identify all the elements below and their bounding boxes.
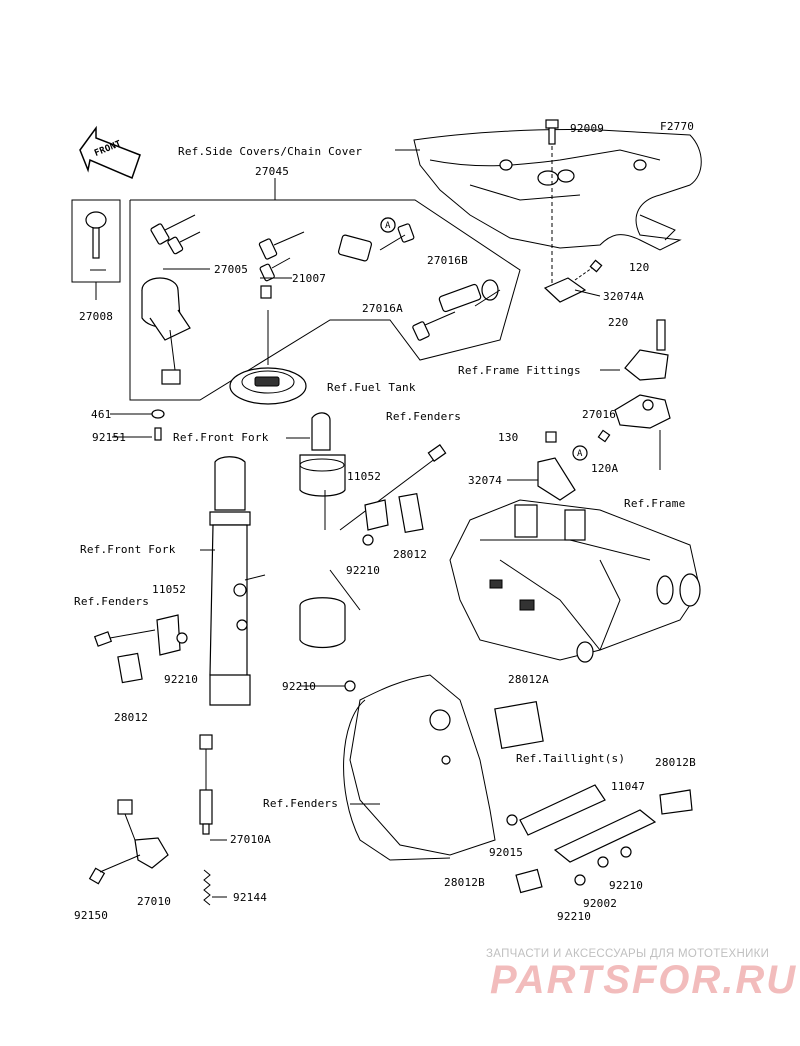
label-27005: 27005 (214, 263, 249, 276)
label-92015: 92015 (489, 846, 524, 859)
label-32074: 32074 (468, 474, 503, 487)
key-27005 (150, 214, 201, 255)
label-92002: 92002 (583, 897, 618, 910)
switch-27010A (199, 734, 213, 906)
callout-a-upper-text: A (385, 221, 391, 231)
label-ref-taillight: Ref.Taillight(s) (516, 752, 626, 765)
label-92210-rear: 92210 (282, 680, 317, 693)
label-461: 461 (91, 408, 112, 421)
callout-a-upper (380, 217, 396, 233)
label-ref-fuel-tank: Ref.Fuel Tank (327, 381, 416, 394)
label-28012-left: 28012 (114, 711, 149, 724)
label-ref-front-fork-left: Ref.Front Fork (80, 543, 176, 556)
watermark-logo: PARTSFOR.RU (490, 958, 798, 1002)
label-27016B: 27016B (427, 254, 468, 267)
label-27016: 27016 (582, 408, 617, 421)
label-27045: 27045 (255, 165, 290, 178)
label-92210-left: 92210 (164, 673, 199, 686)
rear-fender (343, 674, 544, 861)
front-fork-upper (299, 412, 361, 649)
label-ref-side-covers: Ref.Side Covers/Chain Cover (178, 145, 363, 158)
bracket-11052-upper (339, 444, 447, 546)
label-92210-bottom: 92210 (557, 910, 592, 923)
label-ref-fenders-top: Ref.Fenders (386, 410, 462, 423)
label-92151: 92151 (92, 431, 127, 444)
callout-a-lower-text: A (577, 449, 583, 459)
label-92144: 92144 (233, 891, 268, 904)
frame-fittings (614, 319, 671, 470)
frame-assembly (449, 499, 701, 663)
bolt-130 (545, 431, 557, 443)
key-21007 (258, 231, 305, 282)
bracket-11052-left (93, 614, 188, 684)
label-92150: 92150 (74, 909, 109, 922)
leader-lines (110, 149, 620, 898)
watermark-tagline: ЗАПЧАСТИ И АКСЕССУАРЫ ДЛЯ МОТОТЕХНИКИ (486, 948, 770, 960)
label-27010A: 27010A (230, 833, 271, 846)
label-11047: 11047 (611, 780, 646, 793)
bracket-32074 (537, 457, 576, 501)
label-ref-frame-fittings: Ref.Frame Fittings (458, 364, 581, 377)
seat-lock-assembly (337, 217, 499, 341)
label-92009: 92009 (570, 122, 605, 135)
label-120A: 120A (591, 462, 619, 475)
label-120: 120 (629, 261, 650, 274)
label-92210-mid: 92210 (346, 564, 381, 577)
bolt-120A (597, 429, 611, 443)
label-220: 220 (608, 316, 629, 329)
label-11052-left: 11052 (152, 583, 187, 596)
label-28012B-bottom: 28012B (444, 876, 485, 889)
fuel-cap (229, 285, 307, 405)
label-130: 130 (498, 431, 519, 444)
label-28012A: 28012A (508, 673, 549, 686)
bolt-92009 (545, 119, 559, 290)
label-ref-fenders-left: Ref.Fenders (74, 595, 150, 608)
key-27008 (71, 199, 121, 300)
label-ref-frame: Ref.Frame (624, 497, 686, 510)
key-set-outline (129, 199, 521, 401)
label-11052-top: 11052 (347, 470, 382, 483)
label-21007: 21007 (292, 272, 327, 285)
ignition-switch (141, 277, 191, 385)
washer-461 (151, 409, 165, 441)
switch-27010 (88, 799, 169, 885)
bracket-32074A (543, 259, 603, 303)
label-92210-br: 92210 (609, 879, 644, 892)
label-27008: 27008 (79, 310, 114, 323)
figure-code: F2770 (660, 120, 695, 133)
label-32074A: 32074A (603, 290, 644, 303)
label-28012-mid: 28012 (393, 548, 428, 561)
label-ref-fenders-bottom: Ref.Fenders (263, 797, 339, 810)
side-cover-drawing (413, 129, 702, 251)
taillight-bracket (506, 784, 693, 894)
label-27016A: 27016A (362, 302, 403, 315)
label-28012B-right: 28012B (655, 756, 696, 769)
front-fork-left (209, 456, 266, 706)
callout-a-lower (572, 445, 588, 461)
label-27010: 27010 (137, 895, 172, 908)
front-arrow-icon (79, 125, 141, 180)
label-ref-front-fork-top: Ref.Front Fork (173, 431, 269, 444)
